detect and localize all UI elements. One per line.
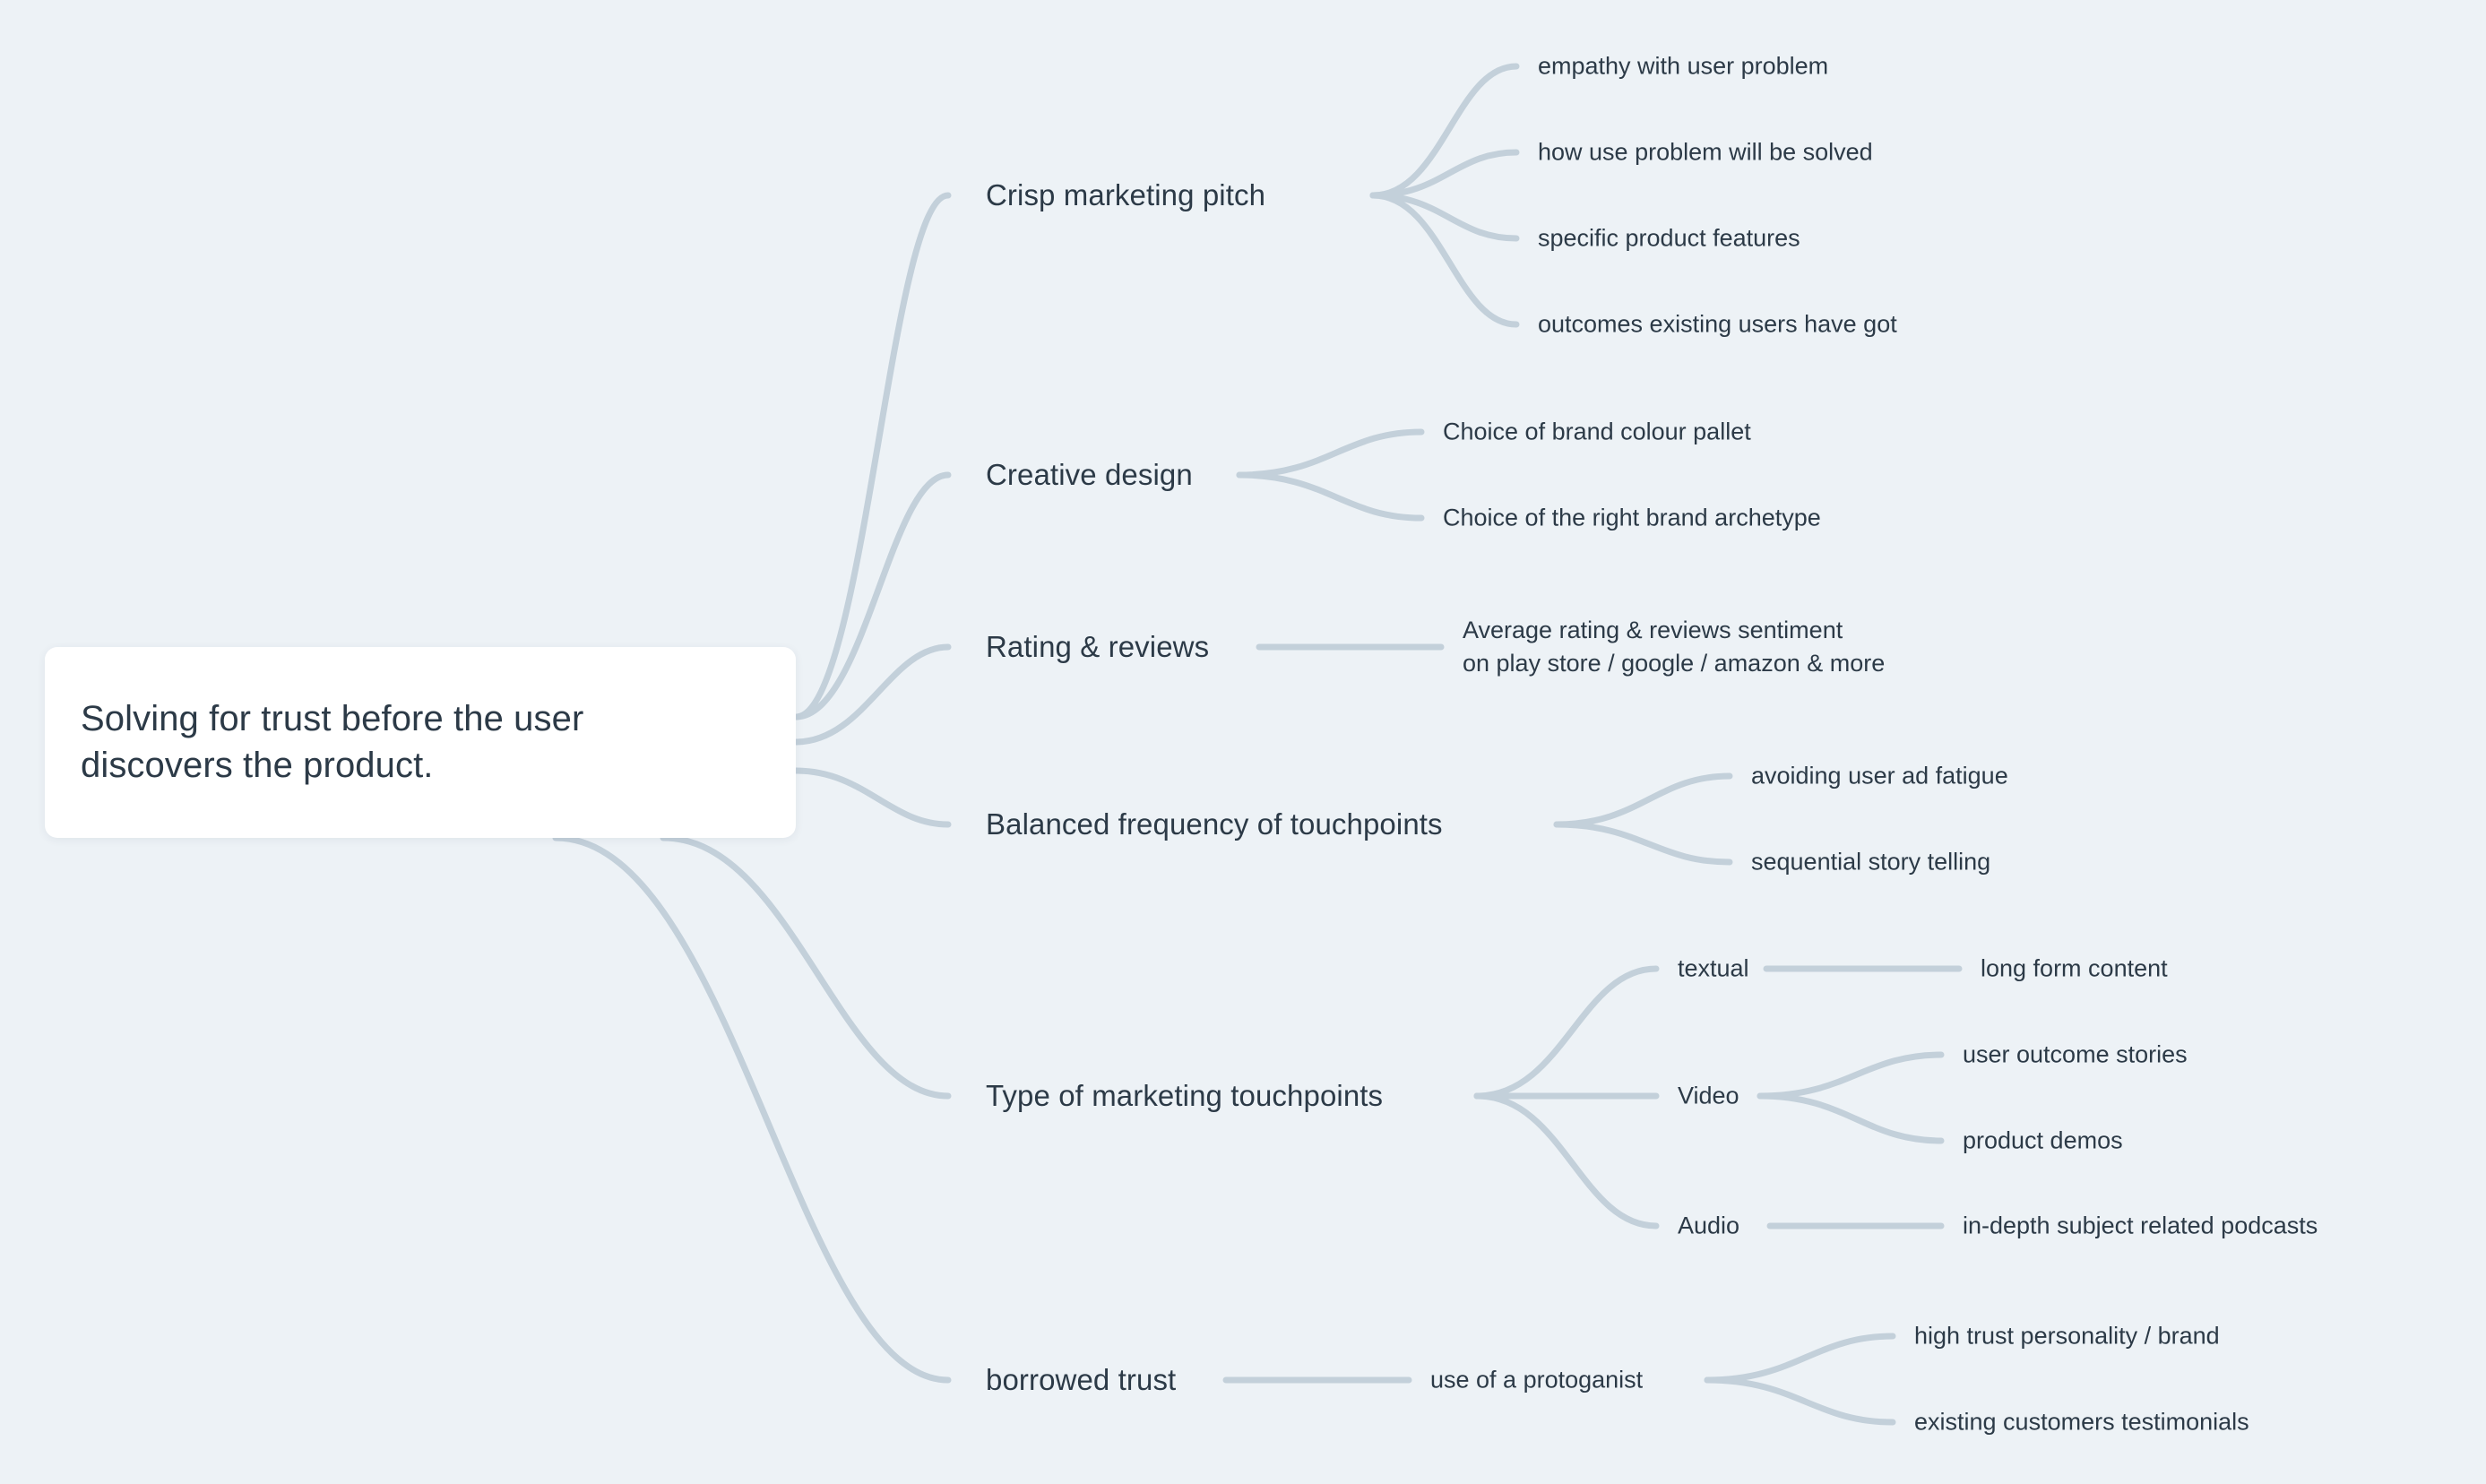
- edge-to-how-use-problem-will-be-solved: [1369, 149, 1520, 199]
- mindmap-node-specific-product-features[interactable]: specific product features: [1538, 224, 1800, 252]
- root-label-line-1: Solving for trust before the user: [81, 699, 584, 739]
- edge-to-textual: [1473, 965, 1660, 1100]
- mindmap-node-rating-and-reviews[interactable]: Rating & reviews: [986, 630, 1210, 663]
- mindmap-node-how-use-problem-will-be-solved[interactable]: how use problem will be solved: [1538, 138, 1873, 166]
- mindmap-node-textual[interactable]: textual: [1678, 954, 1749, 982]
- mindmap-node-long-form-content[interactable]: long form content: [1981, 954, 2168, 982]
- edge-to-audio: [1473, 1092, 1660, 1229]
- mindmap-node-sequential-story-telling[interactable]: sequential story telling: [1751, 848, 1991, 876]
- mindmap-node-product-demos[interactable]: product demos: [1963, 1126, 2123, 1154]
- mindmap-node-use-of-a-protoganist[interactable]: use of a protoganist: [1430, 1366, 1644, 1393]
- mindmap-node-in-depth-subject-related-podcasts[interactable]: in-depth subject related podcasts: [1963, 1212, 2318, 1239]
- edge-root-to-rating-and-reviews: [792, 643, 952, 746]
- edge-root-to-type-of-marketing-touchpoints: [660, 834, 952, 1100]
- root-node-label: Solving for trust before the user discove…: [81, 696, 583, 788]
- mindmap-node-creative-design[interactable]: Creative design: [986, 458, 1193, 491]
- mindmap-node-average-rating-reviews-sentiment[interactable]: Average rating & reviews sentiment on pl…: [1463, 616, 1886, 677]
- mindmap-node-audio[interactable]: Audio: [1678, 1212, 1740, 1239]
- mindmap-node-existing-customers-testimonials[interactable]: existing customers testimonials: [1914, 1408, 2249, 1436]
- edge-to-existing-customers-testimonials: [1704, 1376, 1896, 1426]
- edge-to-choice-of-the-right-brand-archetype: [1236, 471, 1425, 522]
- edge-to-outcomes-existing-users-have-got: [1369, 192, 1520, 328]
- edge-to-choice-of-brand-colour-pallet: [1236, 428, 1425, 479]
- mindmap-node-borrowed-trust[interactable]: borrowed trust: [986, 1363, 1177, 1396]
- mindmap-node-type-of-marketing-touchpoints[interactable]: Type of marketing touchpoints: [986, 1079, 1384, 1112]
- mindmap-node-choice-of-brand-colour-pallet[interactable]: Choice of brand colour pallet: [1443, 418, 1751, 445]
- mindmap-node-avoiding-user-ad-fatigue[interactable]: avoiding user ad fatigue: [1751, 762, 2008, 789]
- root-label-line-2: discovers the product.: [81, 745, 434, 785]
- edge-root-to-borrowed-trust: [552, 834, 952, 1384]
- edge-to-specific-product-features: [1369, 192, 1520, 242]
- mindmap-node-video[interactable]: Video: [1678, 1082, 1739, 1109]
- edge-to-empathy-with-user-problem: [1369, 63, 1520, 199]
- edge-to-avoiding-user-ad-fatigue: [1553, 772, 1733, 828]
- mindmap-node-empathy-with-user-problem[interactable]: empathy with user problem: [1538, 52, 1829, 80]
- edge-root-to-creative-design: [792, 471, 952, 720]
- edge-root-to-balanced-frequency-of-touchpoints: [792, 767, 952, 828]
- edge-root-to-crisp-marketing-pitch: [792, 192, 952, 720]
- mindmap-node-user-outcome-stories[interactable]: user outcome stories: [1963, 1040, 2188, 1068]
- root-node-card[interactable]: Solving for trust before the user discove…: [45, 647, 796, 838]
- edge-to-sequential-story-telling: [1553, 821, 1733, 866]
- mindmap-node-crisp-marketing-pitch[interactable]: Crisp marketing pitch: [986, 178, 1266, 211]
- edge-to-high-trust-personality-brand: [1704, 1333, 1896, 1384]
- mindmap-node-choice-of-the-right-brand-archetype[interactable]: Choice of the right brand archetype: [1443, 504, 1821, 531]
- mindmap-node-high-trust-personality-brand[interactable]: high trust personality / brand: [1914, 1322, 2220, 1350]
- edge-to-user-outcome-stories: [1757, 1051, 1945, 1100]
- edge-to-product-demos: [1757, 1092, 1945, 1144]
- mindmap-node-balanced-frequency-of-touchpoints[interactable]: Balanced frequency of touchpoints: [986, 807, 1443, 841]
- mindmap-node-outcomes-existing-users-have-got[interactable]: outcomes existing users have got: [1538, 310, 1897, 338]
